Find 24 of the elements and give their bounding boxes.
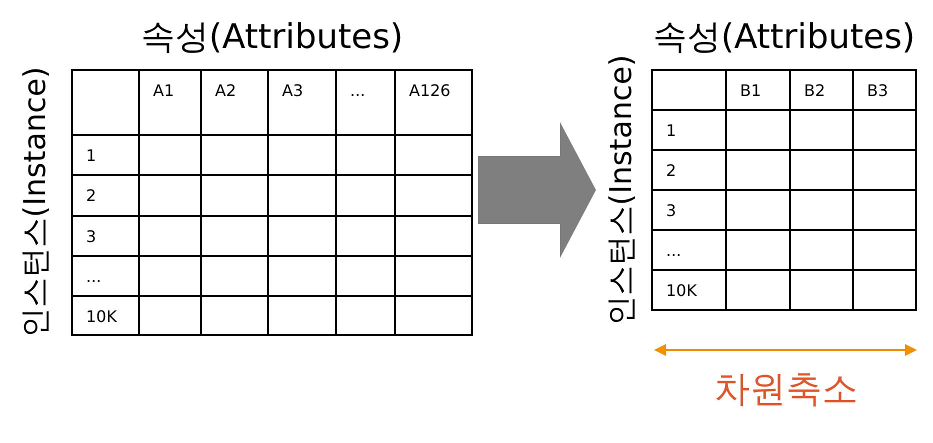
attribute-header: A2 [215, 83, 236, 99]
instance-label: ... [86, 269, 102, 285]
annotation-text: 차원축소 [714, 372, 858, 408]
attribute-header: B1 [740, 83, 762, 99]
instance-label: 10K [666, 283, 697, 299]
instance-label: 1 [86, 148, 96, 164]
attribute-header: B2 [804, 83, 826, 99]
instance-label: 2 [86, 188, 96, 204]
attribute-header: ... [350, 83, 366, 99]
column-axis-title: 속성(Attributes) [652, 20, 916, 54]
instance-label: ... [666, 243, 682, 259]
column-axis-title: 속성(Attributes) [140, 20, 404, 54]
instance-label: 2 [666, 163, 676, 179]
row-axis-title: 인스턴스(Instance) [607, 54, 637, 326]
attribute-header: B3 [867, 83, 888, 99]
attribute-header: A3 [282, 83, 304, 99]
attribute-header: A1 [153, 83, 174, 99]
row-axis-title: 인스턴스(Instance) [21, 66, 51, 338]
instance-label: 1 [666, 123, 676, 139]
attribute-header: A126 [409, 83, 450, 99]
instance-label: 3 [86, 229, 96, 245]
block-arrow [478, 122, 596, 258]
instance-label: 10K [86, 309, 117, 325]
instance-label: 3 [666, 203, 676, 219]
